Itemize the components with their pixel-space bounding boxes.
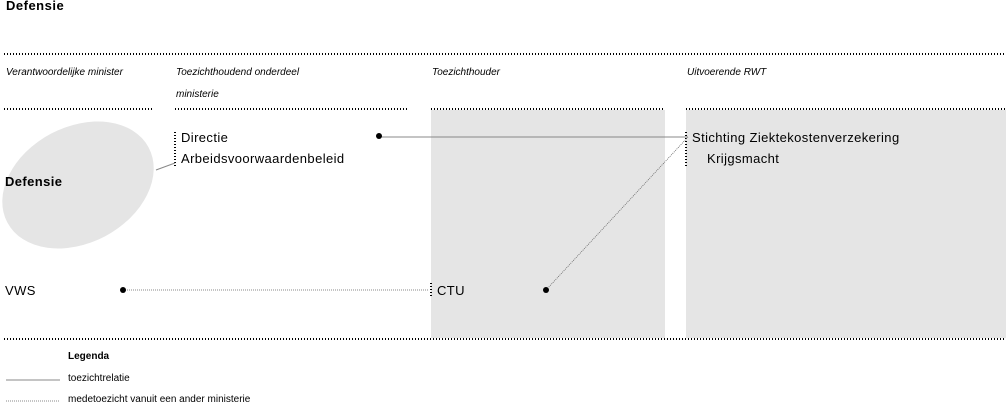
column-header-onderdeel-line1: Toezichthoudend onderdeel [176,67,300,78]
column-header-onderdeel: Toezichthoudend onderdeel ministerie [176,62,299,106]
directie-dot [376,133,382,139]
column-header-minister: Verantwoordelijke minister [6,67,123,78]
legend-item-solid: toezichtrelatie [68,373,130,384]
minister-defensie: Defensie [5,174,63,189]
rwt-stichting: Stichting Ziektekostenverzekering Krijgs… [692,127,900,169]
toezichthouder-ctu: CTU [437,283,465,298]
column-header-toezichthouder: Toezichthouder [432,67,501,78]
defensie-to-directie-line [155,162,176,171]
defensie-ellipse [2,121,154,249]
legend-title: Legenda [68,351,110,362]
column-header-onderdeel-line2: ministerie [176,89,219,100]
rwt-line1: Stichting Ziektekostenverzekering [692,130,900,145]
onderdeel-line2: Arbeidsvoorwaardenbeleid [181,151,345,166]
rwt-line2: Krijgsmacht [707,151,780,166]
rwt-panel [686,110,1006,338]
ctu-to-stichting-line [545,136,689,291]
toezichthouder-panel [431,110,665,338]
page-title: Defensie [6,0,65,13]
column-header-rwt: Uitvoerende RWT [687,67,767,78]
legend-item-dotted: medetoezicht vanuit een ander ministerie [68,394,251,405]
vws-dot [120,287,126,293]
onderdeel-line1: Directie [181,130,229,145]
ctu-dot [543,287,549,293]
minister-vws: VWS [5,283,36,298]
onderdeel-directie: Directie Arbeidsvoorwaardenbeleid [181,127,345,169]
